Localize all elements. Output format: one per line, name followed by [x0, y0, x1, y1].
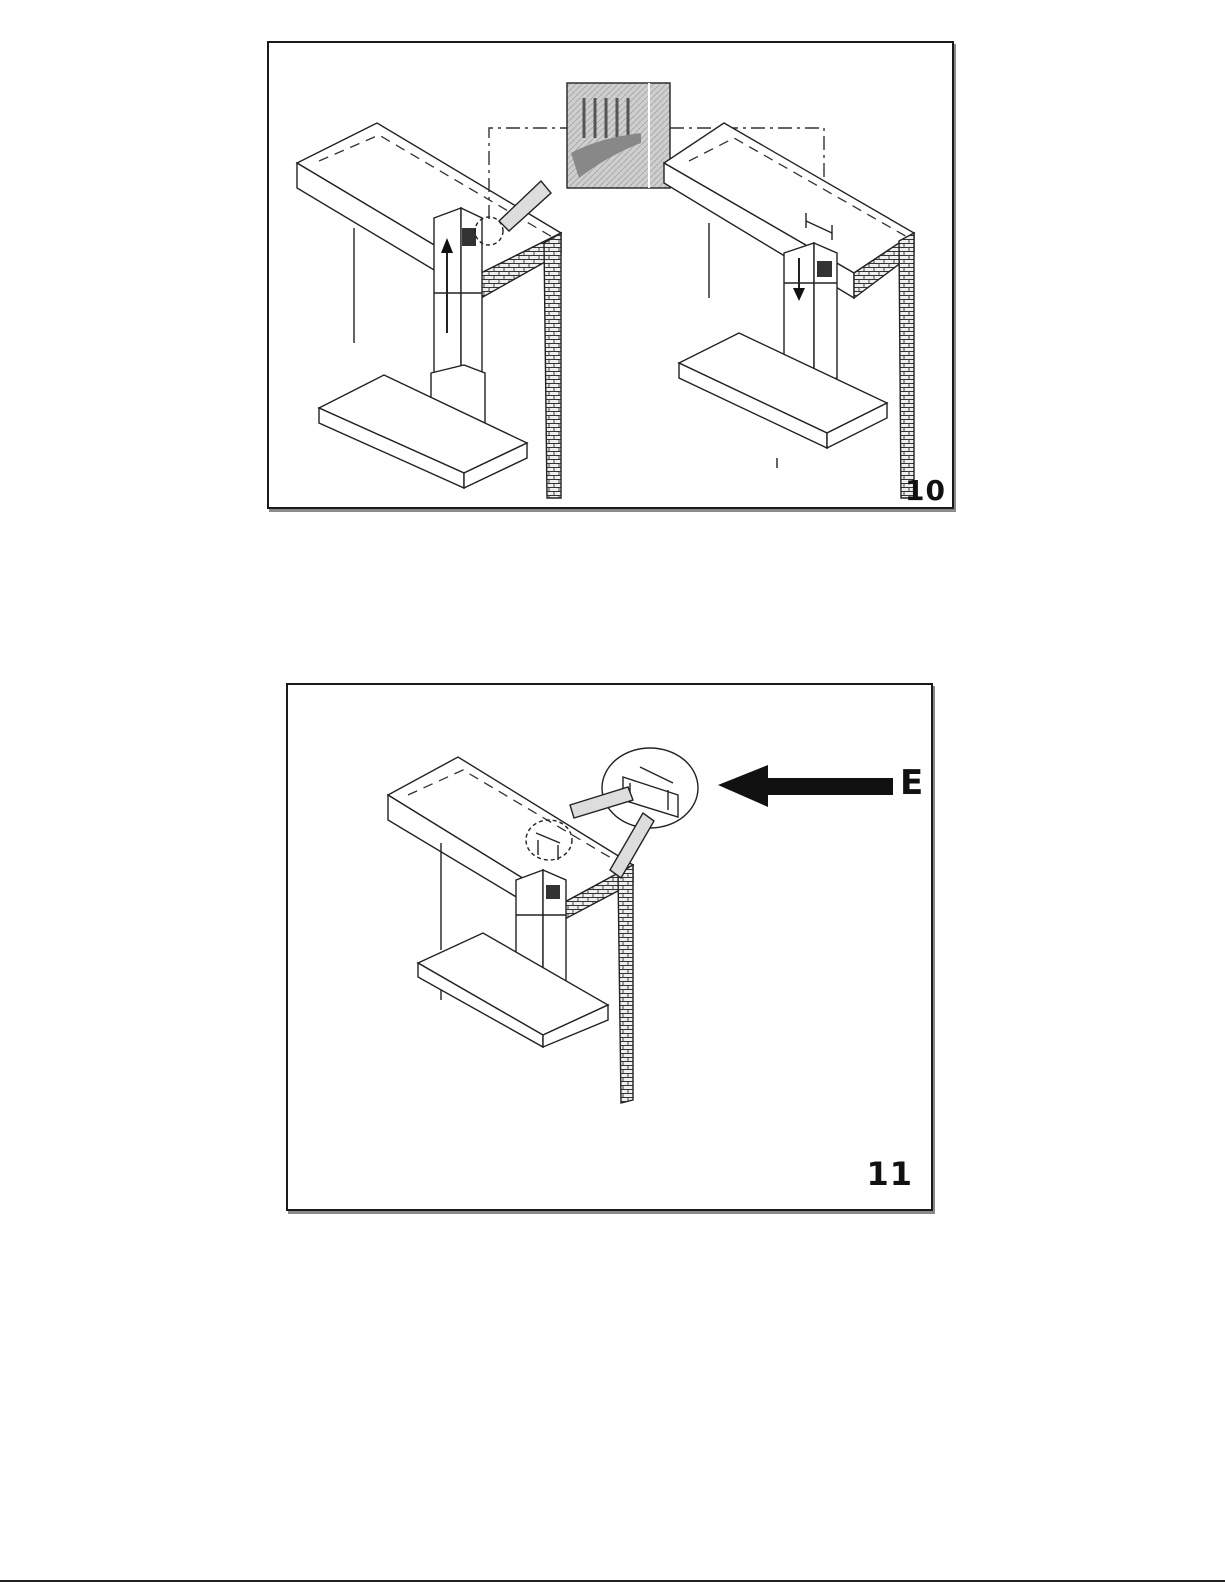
hood-assembly [388, 748, 893, 1103]
right-hood-assembly [664, 123, 914, 498]
figure-11: E 11 [286, 683, 933, 1211]
figure-10-drawing [269, 43, 952, 507]
callout-label-e: E [900, 763, 923, 803]
figure-number: 11 [866, 1155, 913, 1193]
figure-10: 10 [267, 41, 954, 509]
inset-photo-detail [567, 83, 670, 188]
figure-11-drawing [288, 685, 931, 1209]
page-bottom-rule [0, 1580, 1225, 1582]
left-hood-assembly [297, 123, 567, 498]
figure-number: 10 [905, 474, 946, 507]
